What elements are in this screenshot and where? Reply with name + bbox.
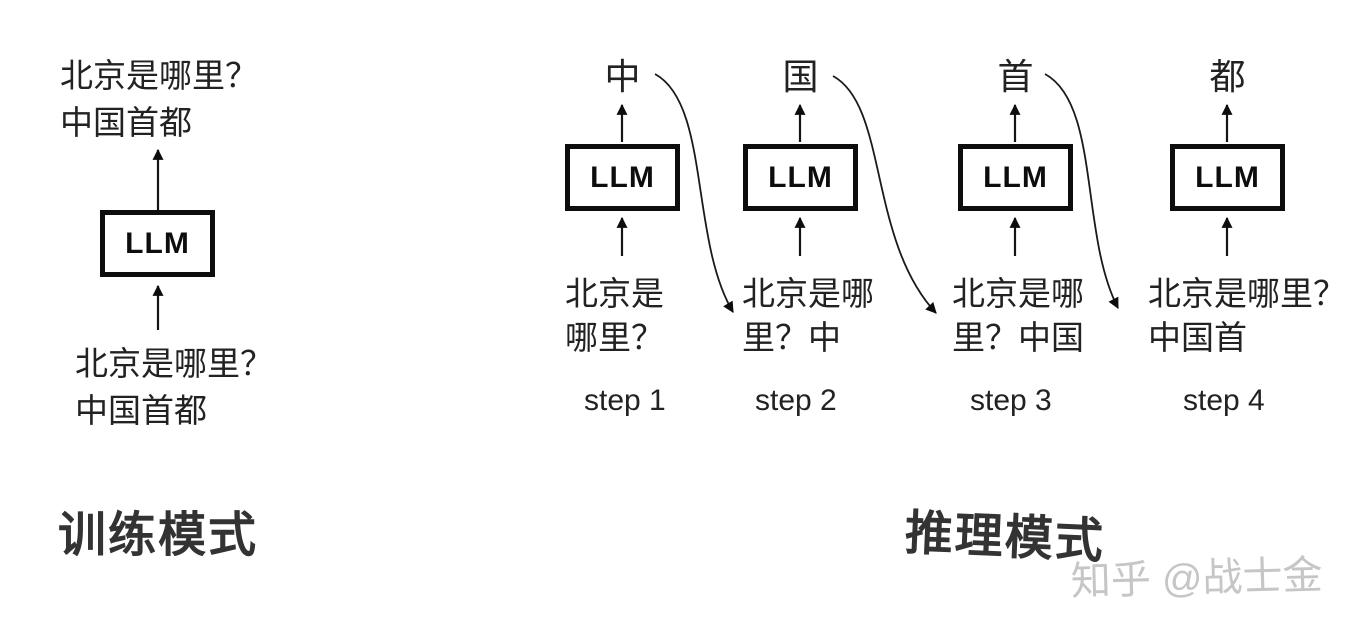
training-output-line1: 北京是哪里？ [60,57,258,94]
step1-label: step 1 [584,384,666,417]
step1-output-token: 中 [604,56,641,97]
step3-output-token: 首 [997,56,1034,97]
step1-input-line2: 哪里？ [565,319,664,356]
step4-output-token: 都 [1209,56,1246,97]
step1-input-text: 北京是 哪里？ [565,272,664,360]
training-input-text: 北京是哪里？ 中国首都 [75,340,273,434]
step4-input-line1: 北京是哪里？ [1148,275,1346,312]
step1-input-line1: 北京是 [565,275,664,312]
step3-input-line1: 北京是哪 [952,275,1084,312]
step4-input-text: 北京是哪里？ 中国首 [1148,272,1346,360]
llm-box-step2: LLM [743,144,858,211]
training-mode-title: 训练模式 [58,509,259,562]
training-output-text: 北京是哪里？ 中国首都 [60,52,258,146]
training-input-line1: 北京是哪里？ [75,345,273,382]
zhihu-watermark: 知乎 @战士金 [1070,553,1324,604]
step3-input-text: 北京是哪 里？中国 [952,272,1084,360]
step3-input-line2: 里？中国 [952,319,1084,356]
step2-input-line2: 里？中 [742,319,841,356]
llm-box-training: LLM [100,210,215,277]
step3-label: step 3 [970,384,1052,417]
step4-label: step 4 [1183,384,1265,417]
step2-input-line1: 北京是哪 [742,275,874,312]
step2-input-text: 北京是哪 里？中 [742,272,874,360]
training-output-line2: 中国首都 [60,104,192,141]
llm-label: LLM [125,226,190,260]
step2-output-token: 国 [782,56,819,97]
step4-input-line2: 中国首 [1148,319,1247,356]
training-input-line2: 中国首都 [75,392,207,429]
llm-label: LLM [590,160,655,194]
step2-label: step 2 [755,384,837,417]
llm-label: LLM [768,160,833,194]
llm-box-step4: LLM [1170,144,1285,211]
llm-label: LLM [983,160,1048,194]
llm-box-step1: LLM [565,144,680,211]
llm-box-step3: LLM [958,144,1073,211]
llm-label: LLM [1195,160,1260,194]
